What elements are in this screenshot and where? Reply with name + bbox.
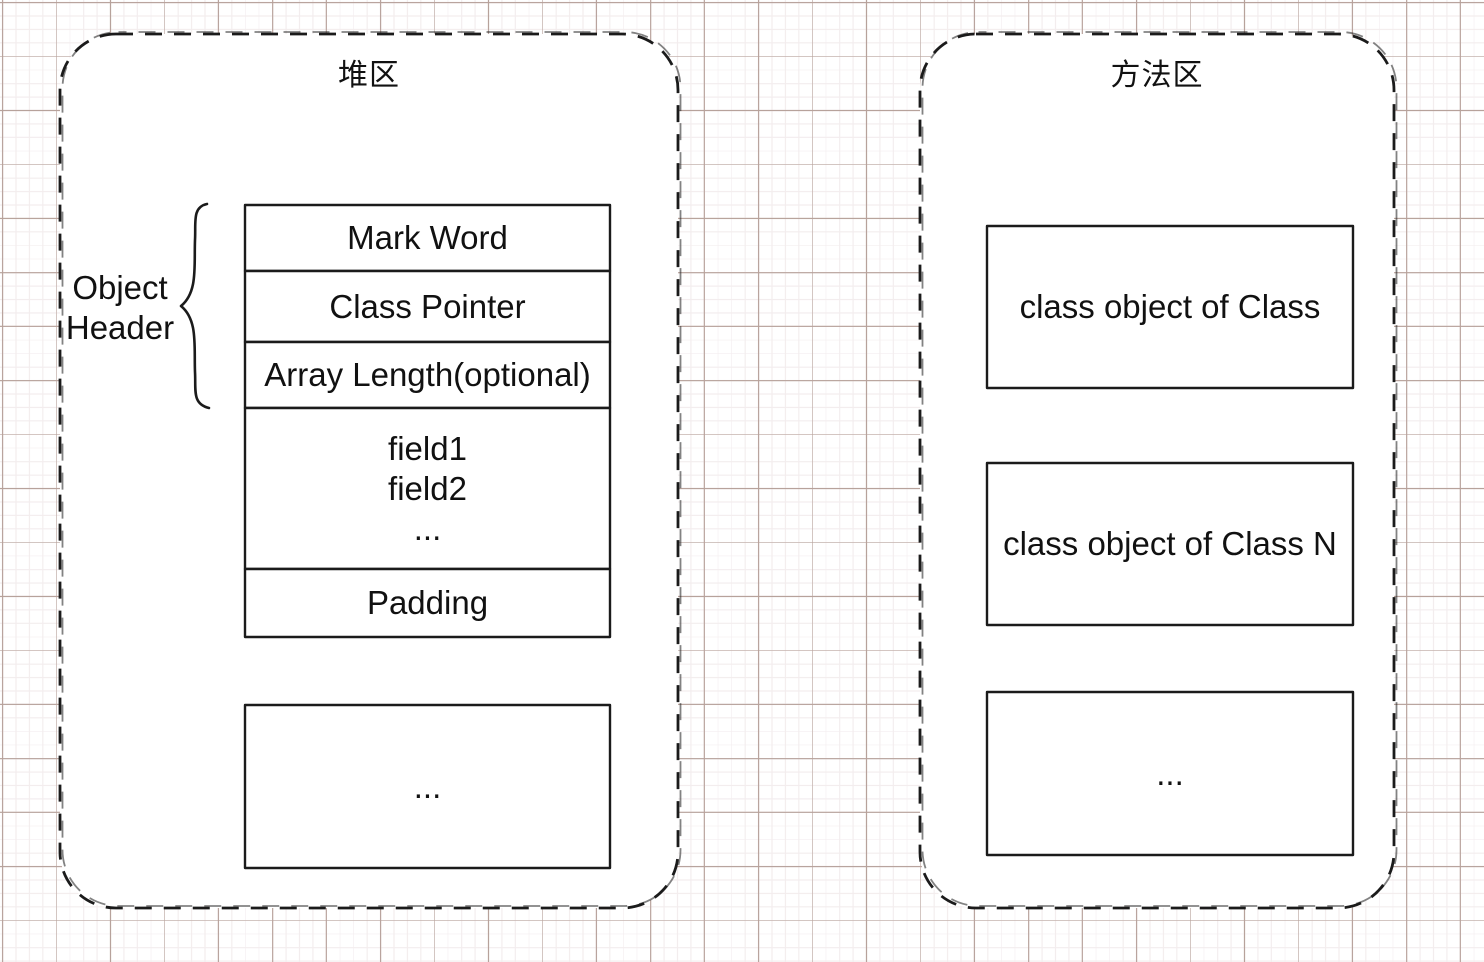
array-length-box: [243, 340, 612, 410]
object-header-label-line2: Header: [65, 309, 175, 346]
object-header-label: Object Header: [58, 266, 182, 350]
field-line-ellipsis: ...: [413, 509, 442, 547]
object-header-brace: [179, 202, 211, 410]
padding-label: Padding: [366, 584, 489, 621]
method-more-box: [985, 690, 1355, 857]
class-pointer-box: [243, 269, 612, 344]
fields-box: [243, 406, 612, 571]
heap-more-objects-label: ...: [413, 767, 442, 805]
heap-more-objects-box: [243, 703, 612, 870]
padding-box: [243, 567, 612, 639]
class-object-box: [985, 224, 1355, 390]
class-pointer-label: Class Pointer: [329, 287, 526, 325]
class-object-n-box: [985, 461, 1355, 627]
class-object-label: class object of Class: [1019, 288, 1321, 325]
method-region-outline: [918, 32, 1396, 910]
field-line-1: field1: [388, 429, 467, 467]
heap-area-title: 堆区: [338, 59, 400, 92]
fields-box-label: field1 field2 ...: [245, 408, 610, 569]
object-header-label-line1: Object: [72, 269, 168, 306]
mark-word-label: Mark Word: [347, 219, 508, 256]
heap-region-sketch-stroke: [61, 31, 682, 907]
field-line-2: field2: [388, 469, 467, 507]
class-object-n-label: class object of Class N: [1003, 525, 1337, 562]
method-area-title: 方法区: [1110, 59, 1204, 92]
method-more-label: ...: [1156, 754, 1184, 792]
array-length-label: Array Length(optional): [264, 356, 591, 393]
heap-region-outline: [58, 32, 680, 910]
method-region-sketch-stroke: [921, 31, 1398, 907]
